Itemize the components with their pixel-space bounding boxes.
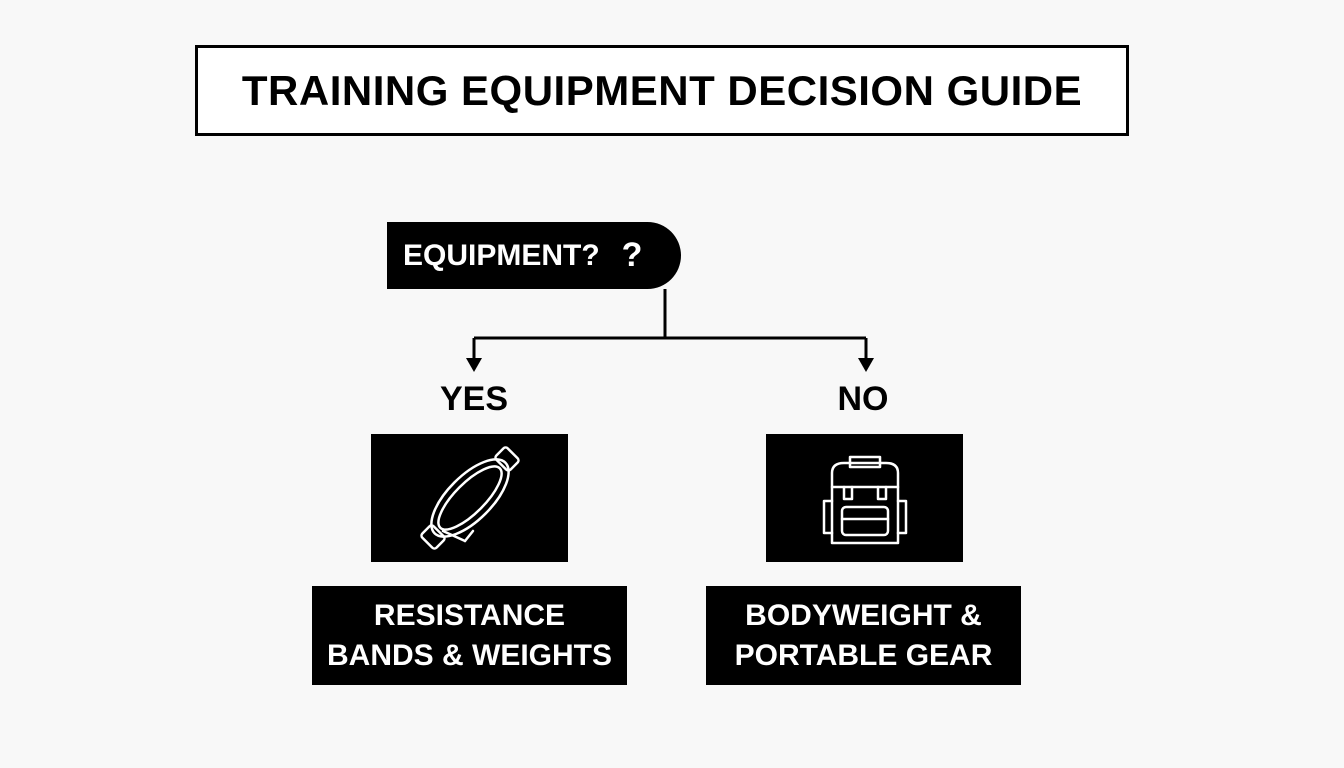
yes-result-line-1: RESISTANCE (373, 598, 566, 632)
question-node: EQUIPMENT? ? (387, 222, 681, 289)
resistance-band-icon (419, 446, 520, 550)
yes-label: YES (439, 380, 509, 418)
no-result-box: BODYWEIGHT & PORTABLE GEAR (706, 586, 1021, 685)
no-label: NO (837, 380, 889, 418)
no-icon-box (766, 434, 963, 562)
yes-icon-box (371, 434, 568, 562)
backpack-icon (822, 455, 907, 545)
yes-result-box: RESISTANCE BANDS & WEIGHTS (312, 586, 627, 685)
yes-result-line-2: BANDS & WEIGHTS (327, 638, 612, 672)
no-result-line-1: BODYWEIGHT & (745, 598, 982, 632)
no-result-line-2: PORTABLE GEAR (734, 638, 993, 672)
question-text: EQUIPMENT? (403, 238, 600, 272)
yes-arrowhead (466, 358, 482, 372)
title-box: TRAINING EQUIPMENT DECISION GUIDE (195, 45, 1129, 136)
diagram-title: TRAINING EQUIPMENT DECISION GUIDE (241, 66, 1083, 114)
no-arrowhead (858, 358, 874, 372)
question-mark-icon: ? (621, 236, 643, 274)
